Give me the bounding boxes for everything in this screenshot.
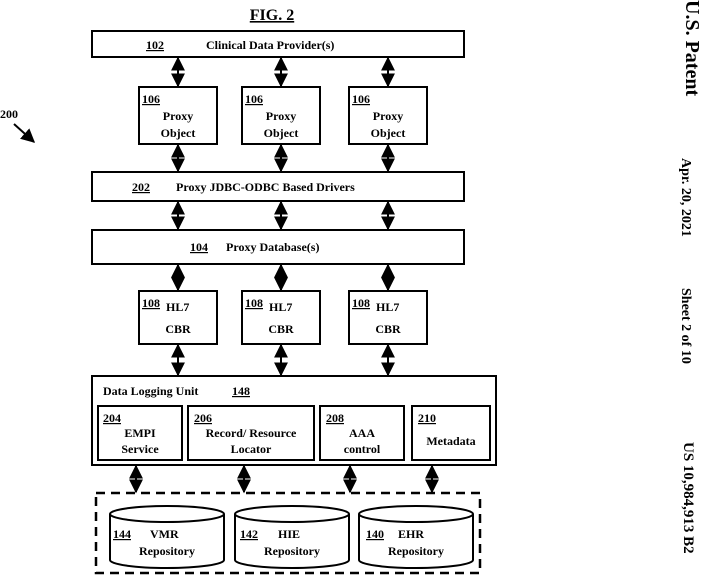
clinical-data-provider-box: 102 Clinical Data Provider(s) [91,30,465,58]
aaa-control-module: 208 AAA control [319,405,405,461]
clinical-data-provider-ref: 102 [146,38,164,52]
repository-group [94,491,482,575]
proxy-database-ref: 104 [190,240,208,254]
publication-type: U.S. Patent [681,0,703,96]
patent-date: Apr. 20, 2021 [678,158,693,237]
diagram-ref-label: 200 [0,107,18,121]
proxy-object-ref: 106 [142,92,160,106]
hl7-cbr-line2: CBR [375,322,401,336]
repository-line2: Repository [264,544,320,558]
proxy-object-ref: 106 [245,92,263,106]
proxy-database-label: Proxy Database(s) [226,240,319,254]
hl7-cbr-box: 108 HL7 CBR [348,290,428,345]
patent-number: US 10,984,913 B2 [680,442,696,554]
module-line1: AAA [349,426,375,440]
hl7-cbr-line2: CBR [268,322,294,336]
hl7-cbr-line1: HL7 [269,300,292,314]
proxy-database-box: 104 Proxy Database(s) [91,229,465,265]
hl7-cbr-line2: CBR [165,322,191,336]
proxy-object-box: 106 Proxy Object [348,86,428,145]
repository-line1: VMR [150,527,179,541]
module-ref: 208 [326,411,344,425]
module-ref: 204 [103,411,121,425]
jdbc-odbc-drivers-box: 202 Proxy JDBC-ODBC Based Drivers [91,171,465,202]
module-line1: Metadata [426,434,475,448]
module-line1: Record/ Resource [206,426,297,440]
proxy-object-box: 106 Proxy Object [138,86,218,145]
proxy-object-line1: Proxy [163,109,193,123]
module-ref: 210 [418,411,436,425]
figure-label: FIG. 2 [250,7,294,24]
repository-line2: Repository [139,544,195,558]
repository-ref: 142 [240,527,258,541]
proxy-object-line2: Object [264,126,299,140]
hl7-cbr-line1: HL7 [376,300,399,314]
record-resource-locator-module: 206 Record/ Resource Locator [187,405,315,461]
module-line2: control [344,442,381,456]
proxy-object-line2: Object [371,126,406,140]
metadata-module: 210 Metadata [411,405,491,461]
proxy-object-line2: Object [161,126,196,140]
proxy-object-line1: Proxy [266,109,296,123]
empi-service-module: 204 EMPI Service [97,405,183,461]
hl7-cbr-ref: 108 [245,296,263,310]
repository-line2: Repository [388,544,444,558]
repository-ref: 144 [113,527,131,541]
sheet-number: Sheet 2 of 10 [678,288,693,364]
repository-line1: HIE [278,527,300,541]
module-line2: Locator [231,442,272,456]
proxy-object-box: 106 Proxy Object [241,86,321,145]
clinical-data-provider-label: Clinical Data Provider(s) [206,38,334,52]
proxy-object-ref: 106 [352,92,370,106]
data-logging-unit-box: Data Logging Unit 148 204 EMPI Service 2… [91,375,497,466]
module-line1: EMPI [124,426,156,440]
hl7-cbr-ref: 108 [352,296,370,310]
vmr-repository-cylinder: 144 VMR Repository [109,505,225,569]
drivers-label: Proxy JDBC-ODBC Based Drivers [176,180,355,194]
hl7-cbr-box: 108 HL7 CBR [241,290,321,345]
module-ref: 206 [194,411,212,425]
data-logging-unit-label: Data Logging Unit [103,384,198,398]
drivers-ref: 202 [132,180,150,194]
hl7-cbr-line1: HL7 [166,300,189,314]
ehr-repository-cylinder: 140 EHR Repository [358,505,474,569]
diagram-ref-arrow [13,123,36,143]
repository-line1: EHR [398,527,424,541]
hl7-cbr-ref: 108 [142,296,160,310]
data-logging-unit-ref: 148 [232,384,250,398]
repository-ref: 140 [366,527,384,541]
proxy-object-line1: Proxy [373,109,403,123]
hl7-cbr-box: 108 HL7 CBR [138,290,218,345]
module-line2: Service [121,442,159,456]
hie-repository-cylinder: 142 HIE Repository [234,505,350,569]
